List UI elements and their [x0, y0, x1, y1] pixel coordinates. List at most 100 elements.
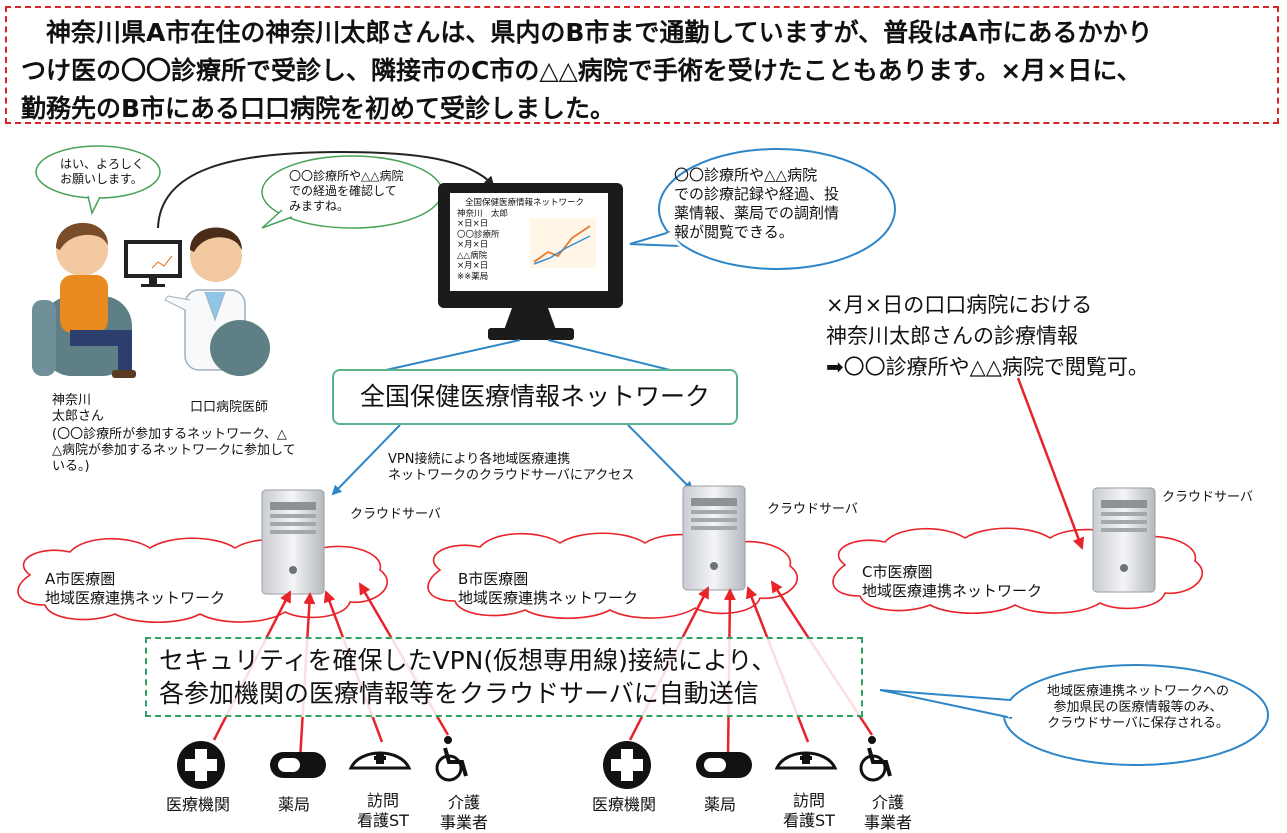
- patient-note-line: △病院が参加するネットワークに参加して: [52, 443, 296, 458]
- desk-monitor-illustration: [124, 240, 182, 287]
- view-arrow: [157, 150, 495, 229]
- monitor-screen-line: ※※薬局: [457, 271, 489, 282]
- scenario-line-1: 神奈川県A市在住の神奈川太郎さんは、県内のB市まで通勤していますが、普段はA市に…: [21, 18, 1153, 47]
- facility-care-line: 介護: [872, 793, 905, 812]
- cloud-b-line: B市医療圏: [458, 570, 529, 588]
- wheelchair-icon: [859, 736, 892, 782]
- patient-note-line: (〇〇診療所が参加するネットワーク、△: [52, 427, 287, 442]
- facility-medical-label: 医療機関: [166, 795, 231, 814]
- vpn-note-line: ネットワークのクラウドサーバにアクセス: [388, 468, 635, 483]
- cloud-b-label: B市医療圏 地域医療連携ネットワーク: [458, 570, 638, 608]
- patient-illustration: [32, 222, 136, 378]
- right-note: ×月×日の口口病院における 神奈川太郎さんの診療情報 ➡〇〇診療所や△△病院で閲…: [826, 290, 1149, 383]
- storage-bubble-line: 参加県民の医療情報等のみ、: [1053, 700, 1223, 715]
- nurse-cap-icon: [348, 751, 412, 770]
- monitor-screen-line: ×日×日: [457, 219, 489, 229]
- vpn-arrow-b: [627, 424, 694, 492]
- cloud-a-line: 地域医療連携ネットワーク: [45, 589, 226, 607]
- vpn-arrow-a: [331, 424, 401, 496]
- monitor-screen-line: 神奈川 太郎: [457, 208, 509, 219]
- facility-nursing-line: 看護ST: [357, 811, 409, 830]
- cloud-c-line: C市医療圏: [862, 563, 933, 581]
- patient-network-note: (〇〇診療所が参加するネットワーク、△ △病院が参加するネットワークに参加して …: [52, 427, 296, 475]
- cloud-b-line: 地域医療連携ネットワーク: [458, 589, 639, 607]
- monitor-screen-line: ×月×日: [457, 261, 489, 271]
- storage-bubble-text: 地域医療連携ネットワークへの 参加県民の医療情報等のみ、 クラウドサーバに保存さ…: [1038, 684, 1238, 732]
- monitor-bubble-line: 薬情報、薬局での調剤情: [674, 204, 840, 222]
- link-monitor-network-left: [385, 339, 521, 371]
- security-line: 各参加機関の医療情報等をクラウドサーバに自動送信: [159, 679, 759, 708]
- right-note-line: ➡〇〇診療所や△△病院で閲覧可。: [826, 355, 1149, 379]
- pill-icon: [270, 752, 326, 778]
- security-vpn-box: セキュリティを確保したVPN(仮想専用線)接続により、 各参加機関の医療情報等を…: [145, 637, 863, 717]
- main-monitor: [438, 183, 623, 340]
- server-b-label: クラウドサーバ: [767, 502, 858, 517]
- patient-speech-bubble: [35, 145, 161, 216]
- wheelchair-icon: [435, 736, 468, 782]
- storage-bubble-line: 地域医療連携ネットワークへの: [1046, 684, 1229, 699]
- monitor-screen-title: 全国保健医療情報ネットワーク: [465, 198, 585, 208]
- cloud-a-line: A市医療圏: [45, 570, 116, 588]
- cloud-a-label: A市医療圏 地域医療連携ネットワーク: [45, 570, 225, 608]
- facility-nursing-line: 訪問: [792, 791, 825, 810]
- vpn-note-line: VPN接続により各地域医療連携: [388, 452, 571, 467]
- pill-icon: [696, 752, 752, 778]
- scenario-line-2: つけ医の〇〇診療所で受診し、隣接市のC市の△△病院で手術を受けたこともあります。…: [21, 56, 1142, 85]
- facility-care-line: 介護: [448, 793, 481, 812]
- facility-pharmacy-label: 薬局: [704, 795, 737, 814]
- patient-name-line: 太郎さん: [52, 409, 105, 424]
- server-c: [1092, 487, 1156, 593]
- server-a-label: クラウドサーバ: [350, 507, 441, 522]
- monitor-screen-line: △△病院: [457, 250, 488, 261]
- server-c-label: クラウドサーバ: [1162, 490, 1253, 505]
- storage-bubble-line: クラウドサーバに保存される。: [1047, 716, 1229, 731]
- doctor-speech-line: での経過を確認して: [289, 184, 397, 198]
- facility-care-label: 介護 事業者: [440, 793, 488, 833]
- facility-care-line: 事業者: [440, 813, 489, 832]
- link-monitor-network-right: [547, 339, 671, 371]
- right-note-line: ×月×日の口口病院における: [826, 293, 1093, 317]
- facility-pharmacy-label: 薬局: [278, 795, 311, 814]
- doctor-speech-text: 〇〇診療所や△△病院 での経過を確認して みますね。: [289, 169, 403, 214]
- patient-speech-text: はい、よろしく お願いします。: [60, 157, 145, 187]
- monitor-screen-line: 〇〇診療所: [457, 229, 500, 240]
- monitor-bubble-line: 〇〇診療所や△△病院: [674, 166, 818, 184]
- security-line: セキュリティを確保したVPN(仮想専用線)接続により、: [159, 646, 777, 675]
- doctor-speech-line: みますね。: [289, 199, 350, 213]
- scenario-box: 神奈川県A市在住の神奈川太郎さんは、県内のB市まで通勤していますが、普段はA市に…: [5, 6, 1279, 124]
- doctor-label: 口口病院医師: [190, 400, 269, 415]
- storage-bubble: [879, 664, 1269, 766]
- doctor-illustration: [164, 227, 270, 376]
- scenario-line-3: 勤務先のB市にある口口病院を初めて受診しました。: [21, 94, 616, 123]
- facility-care-line: 事業者: [864, 813, 913, 832]
- facility-nursing-line: 看護ST: [783, 811, 835, 830]
- server-a: [261, 489, 325, 595]
- monitor-bubble-text: 〇〇診療所や△△病院 での診療記録や経過、投 薬情報、薬局での調剤情 報が閲覧で…: [674, 166, 839, 242]
- patient-name-label: 神奈川 太郎さん: [52, 393, 104, 425]
- cloud-c-label: C市医療圏 地域医療連携ネットワーク: [862, 563, 1042, 601]
- note-to-server-c-arrow: [1016, 377, 1085, 550]
- patient-note-line: いる。): [52, 459, 90, 474]
- patient-speech-line: お願いします。: [60, 172, 143, 186]
- patient-speech-line: はい、よろしく: [60, 157, 145, 171]
- monitor-bubble-line: 報が閲覧できる。: [674, 223, 794, 241]
- right-note-line: 神奈川太郎さんの診療情報: [826, 324, 1078, 348]
- doctor-speech-bubble: [261, 155, 443, 229]
- monitor-screen-text: 全国保健医療情報ネットワーク 神奈川 太郎 ×日×日 〇〇診療所 ×月×日 △△…: [457, 198, 584, 282]
- facility-nursing-line: 訪問: [366, 791, 399, 810]
- doctor-speech-line: 〇〇診療所や△△病院: [289, 169, 404, 183]
- facility-care-label: 介護 事業者: [864, 793, 912, 833]
- facility-nursing-label: 訪問 看護ST: [357, 791, 409, 831]
- medical-cross-icon: [603, 741, 651, 789]
- server-b: [682, 485, 746, 591]
- medical-cross-icon: [177, 741, 225, 789]
- facility-medical-label: 医療機関: [592, 795, 657, 814]
- monitor-screen-line: ×月×日: [457, 240, 489, 250]
- monitor-info-bubble: [629, 148, 896, 270]
- cloud-c-line: 地域医療連携ネットワーク: [862, 582, 1043, 600]
- national-network-label: 全国保健医療情報ネットワーク: [332, 369, 738, 425]
- monitor-bubble-line: での診療記録や経過、投: [674, 185, 840, 203]
- facility-nursing-label: 訪問 看護ST: [783, 791, 835, 831]
- nurse-cap-icon: [774, 751, 838, 770]
